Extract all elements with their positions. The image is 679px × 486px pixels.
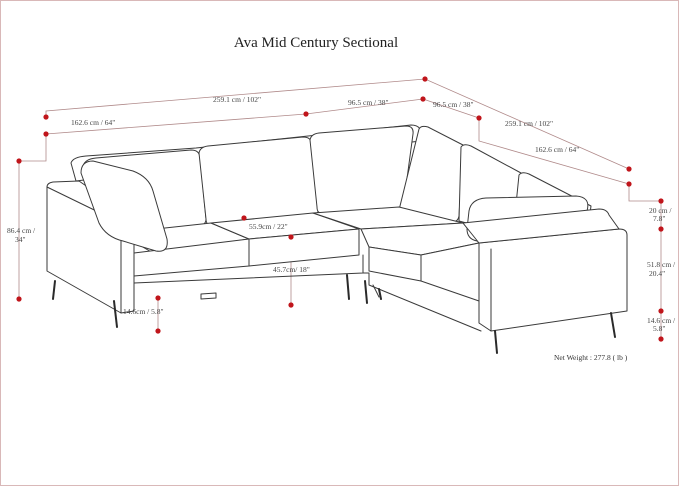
label-corner-section: 96.5 cm / 38" (348, 98, 389, 107)
dimension-markers (16, 76, 664, 342)
right-arm-side (478, 228, 628, 332)
label-arm-height-in: 20.4" (649, 269, 665, 278)
seat-front-2 (248, 228, 360, 267)
label-corner-depth: 96.5 cm / 38" (433, 100, 474, 109)
label-arm-height-cm: 51.8 cm / (647, 260, 676, 269)
marker (420, 96, 426, 102)
marker (422, 76, 428, 82)
marker (288, 234, 294, 240)
marker (626, 181, 632, 187)
label-arm-width-cm: 20 cm / (649, 206, 672, 215)
marker (476, 115, 482, 121)
label-seat-depth: 55.9cm / 22" (249, 222, 288, 231)
underside-corner (372, 284, 380, 298)
marker (155, 295, 161, 301)
underside-block (200, 292, 217, 300)
label-arm-width-in: 7.8" (653, 214, 665, 223)
label-leg-right-cm: 14.6 cm / (647, 316, 676, 325)
label-overall-height-in: 34" (15, 235, 26, 244)
leg-front-left (113, 300, 118, 328)
net-weight: Net Weight : 277.8 ( lb ) (554, 353, 628, 362)
label-seat-height: 45.7cm/ 18" (273, 265, 310, 274)
dimline-side-section (478, 118, 630, 185)
marker (155, 328, 161, 334)
leg-front-mid (346, 274, 350, 300)
marker (626, 166, 632, 172)
dimension-labels: 259.1 cm / 102" 162.6 cm / 64" 96.5 cm /… (7, 95, 676, 333)
marker (658, 198, 664, 204)
leg-corner-2 (378, 288, 382, 300)
marker (658, 308, 664, 314)
marker (16, 296, 22, 302)
marker (658, 226, 664, 232)
label-leg-left: 14.6cm / 5.8" (123, 307, 164, 316)
marker (43, 131, 49, 137)
dimline-arm-width (628, 184, 662, 229)
diagram-title: Ava Mid Century Sectional (233, 35, 399, 51)
marker (658, 336, 664, 342)
label-total-width: 259.1 cm / 102" (213, 95, 261, 104)
marker (288, 302, 294, 308)
marker (16, 158, 22, 164)
label-side-section: 162.6 cm / 64" (535, 145, 579, 154)
label-side-total: 259.1 cm / 102" (505, 119, 553, 128)
sofa-body (46, 124, 628, 332)
sofa-legs (52, 274, 616, 354)
leg-back-left (52, 280, 56, 300)
dimline-total-width (45, 78, 630, 170)
label-main-section: 162.6 cm / 64" (71, 118, 115, 127)
marker (303, 111, 309, 117)
pillow-left (80, 160, 168, 252)
dimline-corner-depth (422, 98, 480, 119)
leg-back-right (610, 312, 616, 338)
leg-front-right (494, 330, 498, 354)
dimline-overall-height (18, 134, 47, 299)
label-leg-right-in: 5.8" (653, 324, 665, 333)
base-corner (362, 272, 482, 332)
marker (241, 215, 247, 221)
back-cushion-3 (309, 125, 414, 214)
leg-corner-1 (364, 280, 368, 304)
marker (43, 114, 49, 120)
label-overall-height-cm: 86.4 cm / (7, 226, 36, 235)
back-cushion-2 (198, 136, 320, 226)
right-arm-top (462, 208, 620, 244)
